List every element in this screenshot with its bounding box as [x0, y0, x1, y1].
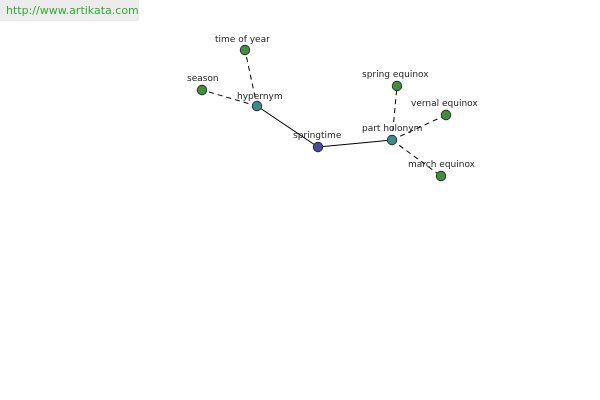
- edge-springtime-to-part-holonym: [317, 139, 393, 148]
- source-url-banner[interactable]: http://www.artikata.com: [0, 0, 139, 21]
- node-march-equinox[interactable]: [435, 170, 447, 182]
- edge-part-holonym-to-spring-equinox: [391, 85, 398, 141]
- labels-layer: springtime hypernym part holonym time of ye…: [187, 35, 478, 170]
- node-label-season[interactable]: season: [187, 74, 219, 84]
- node-label-march-equinox[interactable]: march equinox: [408, 160, 476, 170]
- node-vernal-equinox[interactable]: [440, 109, 452, 121]
- node-label-vernal-equinox[interactable]: vernal equinox: [411, 99, 478, 109]
- node-spring-equinox[interactable]: [391, 80, 403, 92]
- node-time-of-year[interactable]: [239, 44, 251, 56]
- node-label-time-of-year[interactable]: time of year: [215, 35, 270, 45]
- node-label-part-holonym[interactable]: part holonym: [362, 124, 422, 134]
- edges-layer: [201, 49, 447, 177]
- nodes-layer: [196, 44, 452, 182]
- edge-springtime-to-hypernym: [256, 105, 319, 148]
- node-hypernym[interactable]: [251, 100, 263, 112]
- node-springtime[interactable]: [312, 141, 324, 153]
- edge-hypernym-to-time-of-year: [244, 49, 258, 107]
- node-label-springtime[interactable]: springtime: [293, 131, 342, 141]
- node-part-holonym[interactable]: [386, 134, 398, 146]
- edge-part-holonym-to-march-equinox: [391, 139, 442, 177]
- edge-hypernym-to-season: [201, 89, 258, 107]
- node-label-spring-equinox[interactable]: spring equinox: [362, 70, 429, 80]
- node-season[interactable]: [196, 84, 208, 96]
- edge-part-holonym-to-vernal-equinox: [391, 114, 447, 141]
- node-label-hypernym[interactable]: hypernym: [237, 92, 283, 102]
